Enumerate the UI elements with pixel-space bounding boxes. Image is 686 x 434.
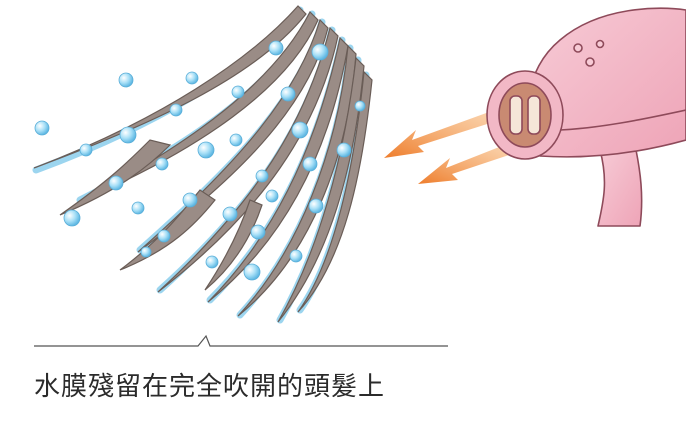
callout-line — [34, 334, 448, 347]
airflow-arrows-icon — [384, 108, 518, 184]
dryer-dot — [585, 57, 595, 67]
hair-strands-icon — [32, 5, 373, 324]
hair-strand — [157, 26, 339, 293]
water-droplet — [291, 121, 309, 139]
hair-strand — [119, 189, 216, 271]
water-droplet — [157, 229, 171, 243]
hair-strand — [33, 5, 307, 169]
water-droplet — [182, 192, 198, 208]
hair-strand — [207, 36, 349, 303]
dryer-handle — [597, 149, 643, 227]
hair-dryer-icon — [486, 7, 686, 227]
dryer-vent — [527, 95, 541, 135]
caption-text: 水膜殘留在完全吹開的頭髮上 — [34, 372, 386, 402]
dryer-nozzle-inner — [498, 82, 552, 148]
water-droplet — [243, 263, 261, 281]
water-droplet — [311, 43, 329, 61]
water-droplet — [155, 157, 169, 171]
water-droplet — [119, 126, 137, 144]
water-droplet — [108, 175, 124, 191]
dryer-seam — [559, 109, 686, 131]
water-droplet — [336, 142, 352, 158]
water-droplet — [229, 133, 243, 147]
hair-strand — [237, 44, 357, 317]
water-droplet — [34, 120, 50, 136]
water-droplet — [63, 209, 81, 227]
hair-strand — [204, 199, 263, 291]
water-droplet — [231, 85, 245, 99]
dryer-dot — [595, 39, 605, 49]
hair-strand — [297, 70, 373, 313]
water-droplet — [79, 143, 93, 157]
water-droplet — [354, 100, 366, 112]
water-droplet — [308, 198, 324, 214]
water-droplet — [265, 189, 279, 203]
water-droplet — [169, 103, 183, 117]
water-droplets-icon — [34, 40, 366, 281]
water-droplet — [280, 86, 296, 102]
water-droplet — [255, 169, 269, 183]
water-droplet — [185, 71, 199, 85]
water-droplet — [131, 201, 145, 215]
water-droplet — [140, 246, 152, 258]
water-droplet — [197, 141, 215, 159]
hair-drying-illustration — [32, 5, 686, 324]
airflow-arrow — [418, 142, 518, 184]
water-droplet — [205, 255, 219, 269]
water-droplet — [302, 156, 318, 172]
water-droplet — [118, 72, 134, 88]
dryer-vent — [509, 95, 523, 135]
airflow-arrow — [384, 108, 506, 158]
water-droplet — [268, 40, 284, 56]
dryer-dot — [573, 43, 583, 53]
water-droplet — [222, 206, 238, 222]
water-droplet — [289, 249, 303, 263]
water-droplet — [250, 224, 266, 240]
